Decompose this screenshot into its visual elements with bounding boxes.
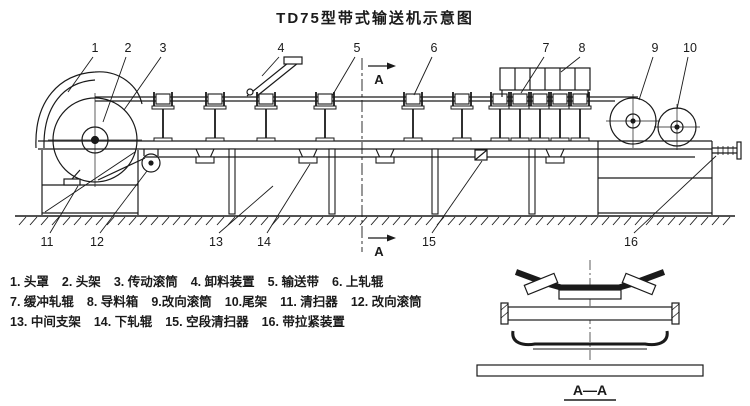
head-hood bbox=[35, 71, 143, 149]
main-view bbox=[15, 56, 742, 252]
head-assembly bbox=[35, 71, 161, 215]
legend-line-2: 7. 缓冲轧辊 8. 导料箱 9.改向滚筒 10.尾架 11. 清扫器 12. 改向滚筒 bbox=[10, 292, 435, 312]
legend-item: 4. 卸料装置 bbox=[190, 275, 255, 289]
callout-13: 13 bbox=[209, 235, 223, 249]
upper-idler bbox=[313, 91, 337, 142]
callout-4: 4 bbox=[278, 41, 285, 55]
return-belt-section bbox=[511, 330, 669, 350]
frame-leg bbox=[528, 148, 536, 215]
legend-item: 12. 改向滚筒 bbox=[350, 295, 422, 309]
upper-idler bbox=[450, 91, 474, 142]
take-up-device bbox=[712, 141, 742, 160]
callout-10: 10 bbox=[683, 41, 697, 55]
legend-line-3: 13. 中间支架 14. 下轧辊 15. 空段清扫器 16. 带拉紧装置 bbox=[10, 312, 435, 332]
legend-item: 15. 空段清扫器 bbox=[165, 315, 249, 329]
belt-scraper bbox=[63, 169, 81, 186]
return-run-cleaner bbox=[474, 149, 488, 161]
legend-item: 11. 清扫器 bbox=[280, 295, 338, 309]
legend-item: 3. 传动滚筒 bbox=[113, 275, 178, 289]
frame-leg bbox=[228, 148, 236, 215]
legend-item: 8. 导料箱 bbox=[86, 295, 139, 309]
lower-idler bbox=[195, 148, 215, 164]
upper-idler bbox=[254, 91, 278, 142]
callout-leaders bbox=[49, 56, 717, 234]
callout-6: 6 bbox=[431, 41, 438, 55]
upper-idler bbox=[401, 91, 425, 142]
frame-leg bbox=[431, 148, 439, 215]
section-frame-beam bbox=[500, 302, 680, 325]
bend-pulley bbox=[606, 94, 660, 148]
section-mark-bottom: A bbox=[374, 244, 384, 259]
trough-idler-rollers bbox=[523, 272, 657, 300]
buffer-idler bbox=[488, 91, 512, 142]
callout-2: 2 bbox=[125, 41, 132, 55]
legend-item: 14. 下轧辊 bbox=[93, 315, 153, 329]
ground bbox=[15, 215, 735, 226]
legend-item: 5. 输送带 bbox=[267, 275, 320, 289]
callout-7: 7 bbox=[543, 41, 550, 55]
diagram-title: TD75型带式输送机示意图 bbox=[276, 10, 474, 27]
callout-1: 1 bbox=[92, 41, 99, 55]
legend-item: 7. 缓冲轧辊 bbox=[10, 295, 74, 309]
callout-8: 8 bbox=[579, 41, 586, 55]
buffer-idler bbox=[548, 91, 572, 142]
parts-legend: 1. 头罩 2. 头架 3. 传动滚筒 4. 卸料装置 5. 输送带 6. 上轧辊 7. … bbox=[10, 272, 435, 332]
callout-numbers: 1 2 3 4 5 6 7 8 9 10 11 12 13 14 15 16 A… bbox=[41, 41, 697, 259]
legend-item: 6. 上轧辊 bbox=[332, 275, 384, 289]
section-label: A—A bbox=[573, 382, 607, 398]
upper-idler bbox=[151, 91, 175, 142]
callout-11: 11 bbox=[41, 235, 54, 249]
upper-idlers bbox=[151, 91, 474, 142]
tail-pulley bbox=[654, 104, 700, 150]
section-view-aa: A—A bbox=[476, 260, 704, 401]
frame-leg bbox=[328, 148, 336, 215]
callout-5: 5 bbox=[354, 41, 361, 55]
buffer-idler bbox=[508, 91, 532, 142]
buffer-idler bbox=[528, 91, 552, 142]
section-cut-line bbox=[361, 58, 396, 252]
legend-line-1: 1. 头罩 2. 头架 3. 传动滚筒 4. 卸料装置 5. 输送带 6. 上轧辊 bbox=[10, 272, 435, 292]
legend-item: 9.改向滚筒 bbox=[151, 295, 212, 309]
frame-stringer bbox=[38, 140, 712, 150]
legend-item: 10.尾架 bbox=[224, 295, 268, 309]
buffer-idler bbox=[568, 91, 592, 142]
lower-idler bbox=[545, 148, 565, 164]
callout-12: 12 bbox=[90, 235, 104, 249]
callout-14: 14 bbox=[257, 235, 271, 249]
section-base bbox=[476, 364, 704, 377]
callout-16: 16 bbox=[624, 235, 638, 249]
lower-idler bbox=[375, 148, 395, 164]
tail-frame bbox=[597, 141, 713, 215]
legend-item: 16. 带拉紧装置 bbox=[261, 315, 345, 329]
ground-hatch bbox=[18, 216, 731, 226]
callout-3: 3 bbox=[160, 41, 167, 55]
callout-9: 9 bbox=[652, 41, 659, 55]
legend-item: 2. 头架 bbox=[61, 275, 101, 289]
drive-drum bbox=[48, 93, 142, 187]
tail-assembly bbox=[597, 94, 742, 215]
buffer-idlers bbox=[488, 91, 592, 142]
skirt-board bbox=[499, 67, 591, 97]
lower-idler bbox=[298, 148, 318, 164]
discharge-device bbox=[246, 56, 303, 97]
upper-idler bbox=[203, 91, 227, 142]
snub-pulley bbox=[141, 149, 161, 173]
legend-item: 13. 中间支架 bbox=[10, 315, 81, 329]
lower-idlers bbox=[195, 148, 565, 164]
conveyor-belt bbox=[95, 96, 695, 181]
legend-item: 1. 头罩 bbox=[10, 275, 49, 289]
head-frame bbox=[41, 150, 139, 215]
callout-15: 15 bbox=[422, 235, 436, 249]
section-label-group: A—A bbox=[564, 382, 616, 401]
section-mark-top: A bbox=[374, 72, 384, 87]
